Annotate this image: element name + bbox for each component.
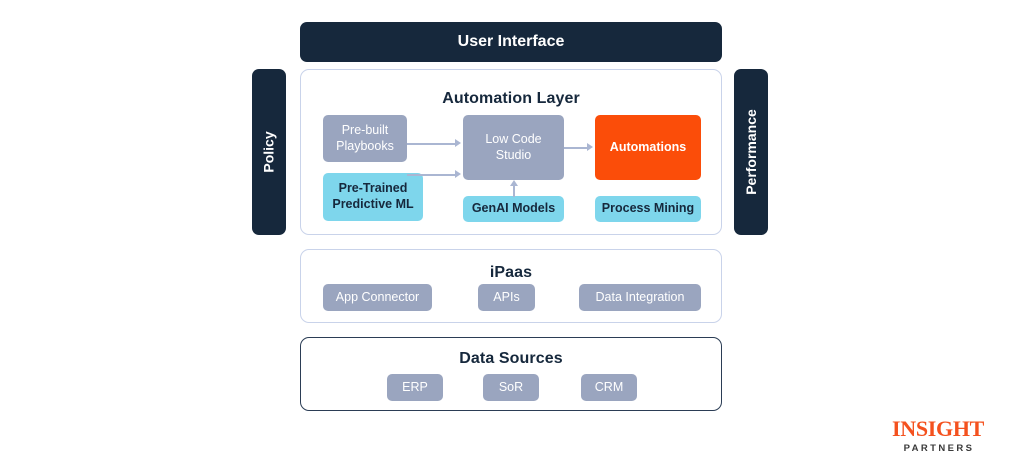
connector-ml-to-studio-arrow-icon [455, 170, 461, 178]
connector-ml-to-studio [407, 174, 455, 176]
logo-wordmark: INSIGHT [891, 416, 985, 441]
node-pre-built-playbooks[interactable]: Pre-built Playbooks [323, 115, 407, 162]
node-automations[interactable]: Automations [595, 115, 701, 180]
node-app-connector[interactable]: App Connector [323, 284, 432, 311]
node-erp[interactable]: ERP [387, 374, 443, 401]
node-sor[interactable]: SoR [483, 374, 539, 401]
node-apis[interactable]: APIs [478, 284, 535, 311]
node-crm[interactable]: CRM [581, 374, 637, 401]
sidebar-policy[interactable]: Policy [252, 69, 286, 235]
user-interface-bar[interactable]: User Interface [300, 22, 722, 62]
connector-playbooks-to-studio-arrow-icon [455, 139, 461, 147]
connector-studio-to-automations [564, 147, 587, 149]
user-interface-label: User Interface [457, 33, 565, 50]
connector-studio-to-automations-arrow-icon [587, 143, 593, 151]
insight-partners-logo: INSIGHT PARTNERS [888, 418, 988, 454]
node-pre-trained-predictive-ml[interactable]: Pre-Trained Predictive ML [323, 173, 423, 221]
sidebar-performance-label: Performance [743, 109, 759, 195]
panel-data-sources: Data Sources ERP SoR CRM [300, 337, 722, 411]
node-data-integration[interactable]: Data Integration [579, 284, 701, 311]
sidebar-performance[interactable]: Performance [734, 69, 768, 235]
panel-ipaas: iPaas App Connector APIs Data Integratio… [300, 249, 722, 323]
panel-data-sources-title: Data Sources [459, 350, 563, 367]
connector-genai-to-studio [513, 186, 515, 197]
panel-ipaas-title: iPaas [489, 264, 533, 281]
node-process-mining[interactable]: Process Mining [595, 196, 701, 222]
node-genai-models[interactable]: GenAI Models [463, 196, 564, 222]
node-low-code-studio[interactable]: Low Code Studio [463, 115, 564, 180]
panel-automation-layer-title: Automation Layer [442, 90, 580, 107]
connector-playbooks-to-studio [407, 143, 455, 145]
sidebar-policy-label: Policy [261, 131, 277, 173]
panel-automation-layer: Automation Layer Pre-built Playbooks Pre… [300, 69, 722, 235]
connector-genai-to-studio-arrow-icon [510, 180, 518, 186]
logo-subtitle: PARTNERS [903, 443, 975, 454]
